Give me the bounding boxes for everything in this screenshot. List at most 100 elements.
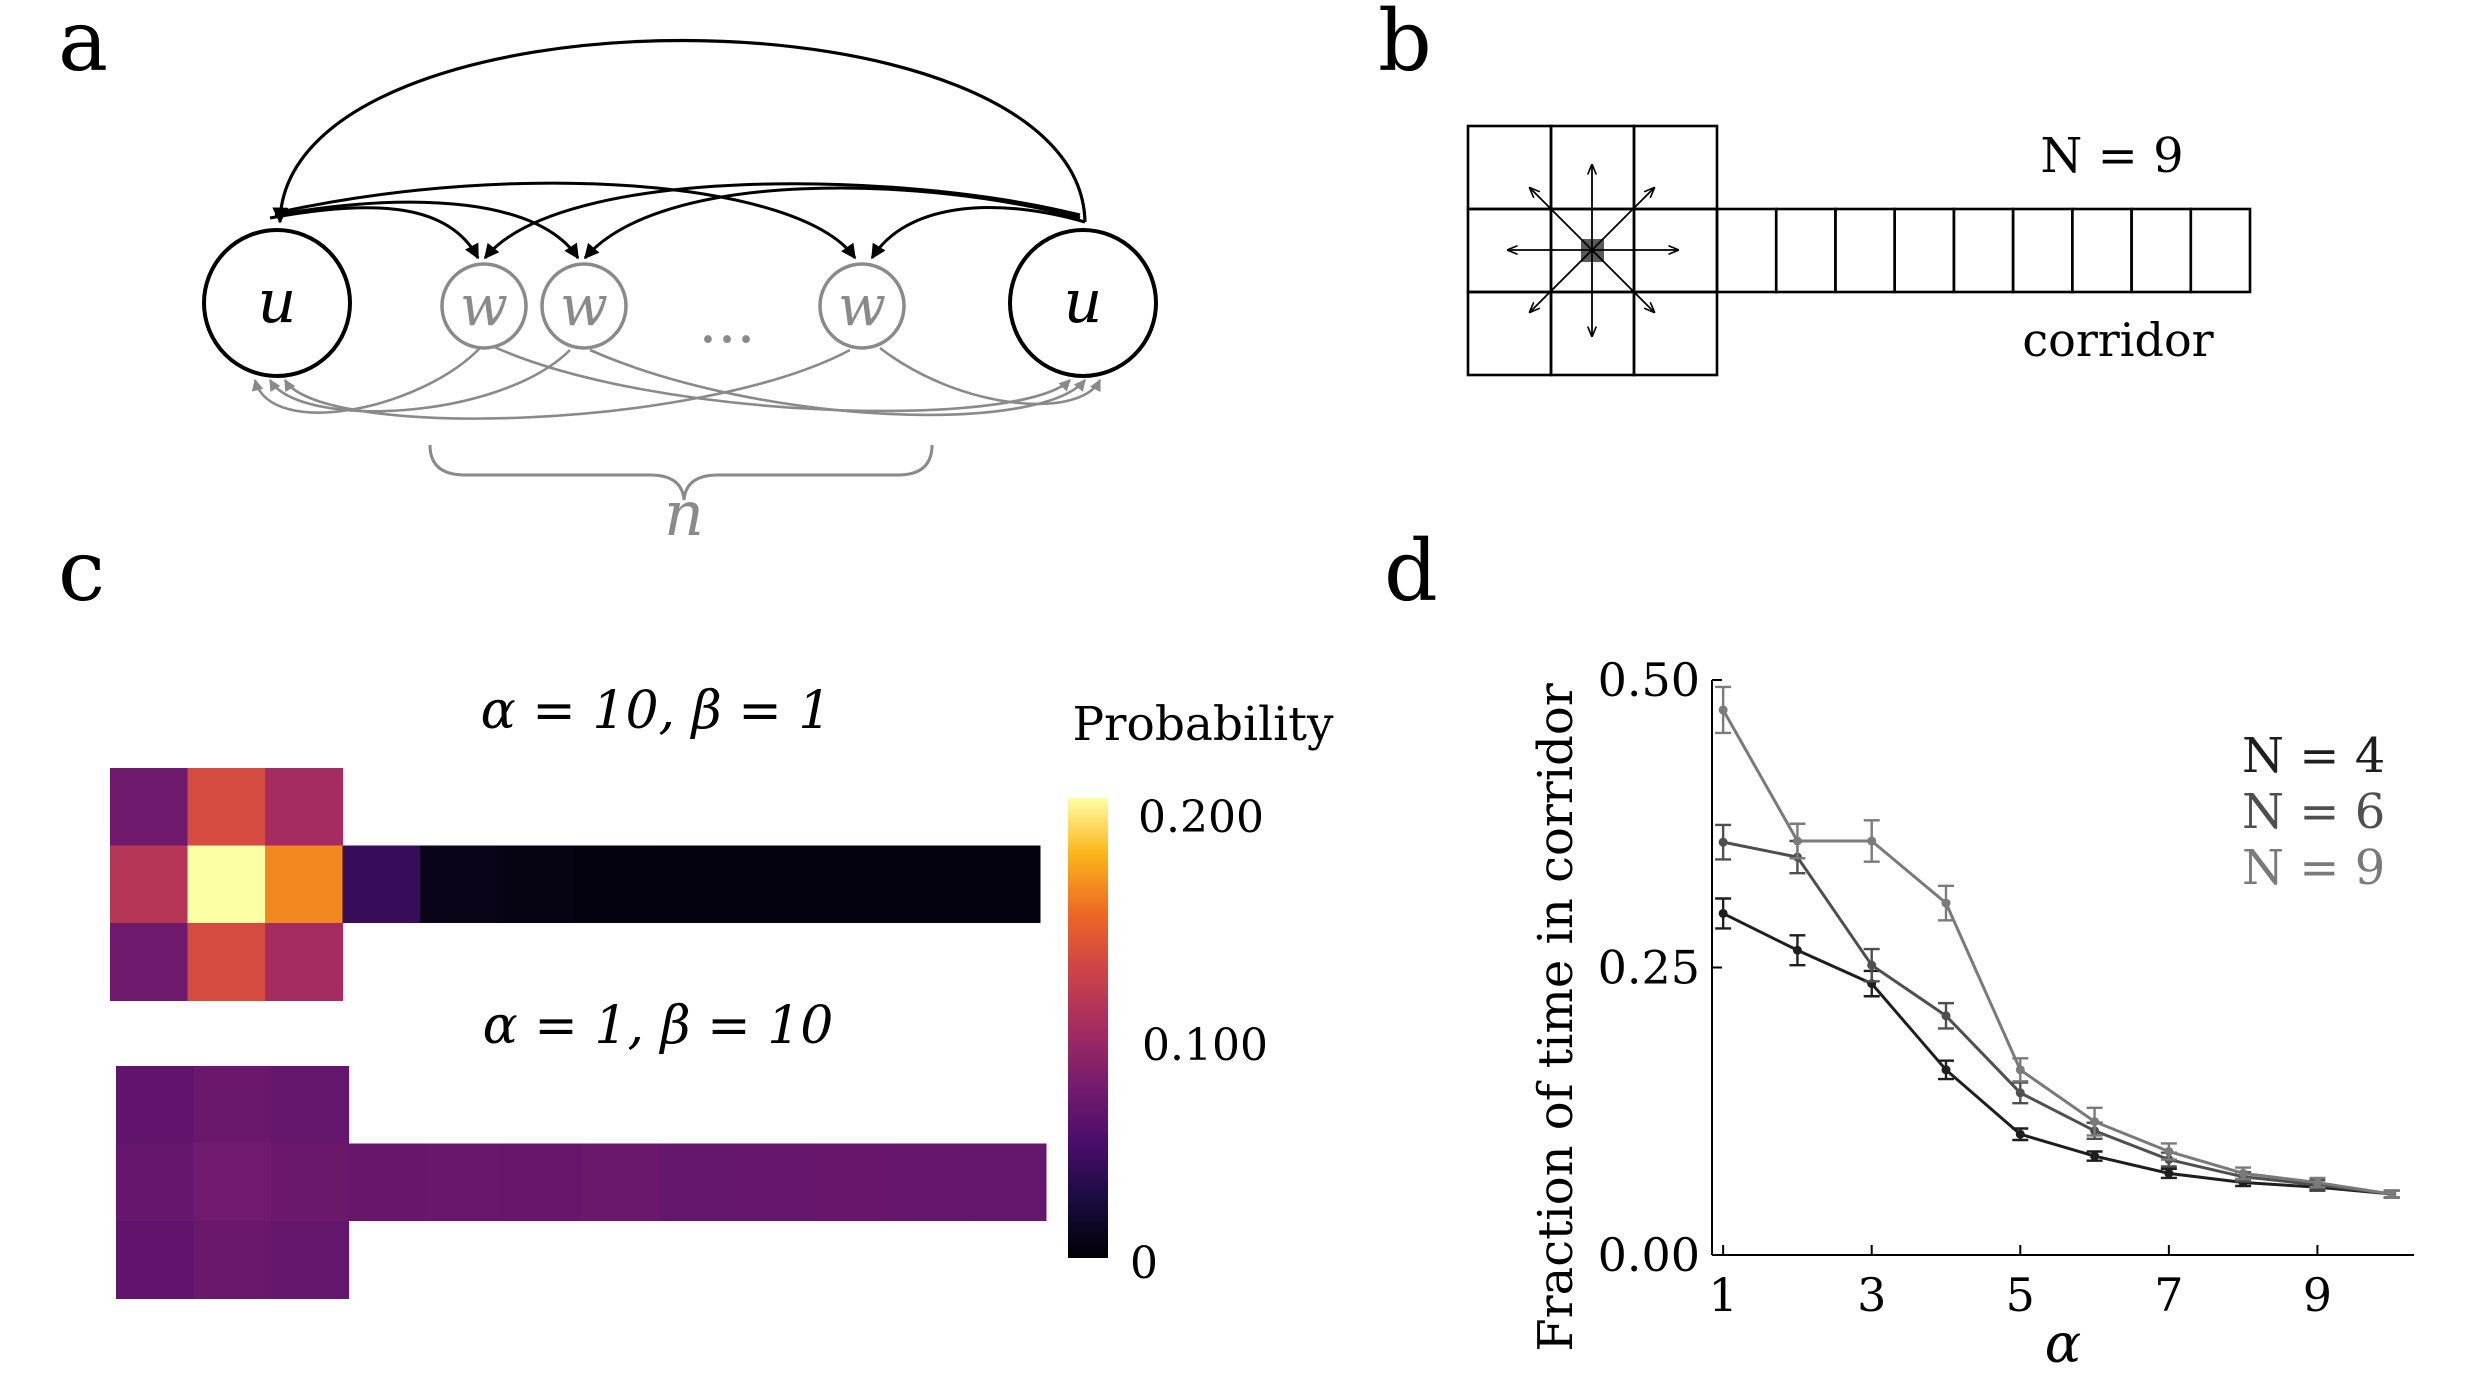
network-diagram: u u w w w ... n <box>202 38 1158 550</box>
corridor-cell <box>1715 207 1778 294</box>
colorbar-tick-min: 0 <box>1130 1238 1158 1289</box>
panel-label-b: b <box>1378 0 1432 90</box>
arrow-down-left <box>1530 249 1593 312</box>
heatmap-corridor-cell <box>736 1143 814 1221</box>
legend-entry: N = 9 <box>2242 840 2385 896</box>
y-tick-label: 0.25 <box>1598 941 1700 995</box>
corridor-cell <box>2071 207 2133 294</box>
node-w1-label: w <box>460 274 508 339</box>
heatmap-room-cell <box>265 923 343 1001</box>
edge-u-right-w1 <box>483 182 1081 260</box>
node-u-left-label: u <box>258 267 297 337</box>
heatmap-corridor-cell <box>730 845 808 923</box>
room-cell <box>1632 290 1719 377</box>
edge-wn-u-right <box>879 346 1102 406</box>
heatmap-room-cell <box>187 923 266 1001</box>
data-point <box>2387 1189 2397 1199</box>
heatmap-corridor-cell <box>962 845 1041 923</box>
ellipsis: ... <box>698 287 755 357</box>
heatmap-room-cell <box>271 1221 349 1299</box>
edge-u-right-wn <box>870 206 1086 260</box>
data-point <box>2312 1178 2322 1188</box>
x-tick-label: 7 <box>2154 1268 2183 1322</box>
heatmap-corridor-cell <box>968 1143 1047 1221</box>
x-axis-label: α <box>2045 1312 2081 1373</box>
heatmap-corridor-cell <box>575 845 653 923</box>
corridor-cell <box>1774 207 1837 294</box>
brace <box>428 444 934 501</box>
data-point <box>1718 908 1728 918</box>
node-u-right-label: u <box>1064 267 1103 337</box>
move-arrows <box>1508 165 1678 336</box>
colorbar-title: Probability <box>1072 697 1334 752</box>
data-point <box>1718 837 1728 847</box>
data-point <box>1941 898 1951 908</box>
heatmap-corridor-cell <box>885 845 963 923</box>
data-point <box>2164 1147 2174 1156</box>
heatmap-room-cell <box>110 768 188 846</box>
series-line <box>1721 709 2392 1196</box>
heatmap-room-cell <box>110 923 188 1001</box>
edge-w2-u-left <box>268 349 571 413</box>
data-point <box>2090 1117 2100 1127</box>
panel-label-c: c <box>58 522 105 620</box>
series-line <box>1722 912 2392 1196</box>
colorbar <box>1068 798 1108 1258</box>
node-u-right <box>1008 228 1158 378</box>
heatmap-room-cell <box>193 1066 272 1144</box>
heatmap-corridor-cell <box>891 1143 969 1221</box>
heatmap-corridor-cell <box>658 1143 737 1221</box>
edge-w2-u-right <box>589 348 1087 417</box>
panel-label-d: d <box>1384 522 1438 620</box>
heatmap-bottom-title: α = 1, β = 10 <box>483 996 834 1056</box>
brace-label: n <box>664 477 704 550</box>
heatmap-room-cell <box>193 1221 272 1299</box>
node-w2 <box>540 262 628 350</box>
legend-entry: N = 6 <box>2242 784 2385 840</box>
corridor-cell <box>1893 207 1956 294</box>
arrow-up-left <box>1530 188 1593 251</box>
heatmap-room-cell <box>110 845 188 924</box>
corridor-cell <box>1834 207 1896 294</box>
heatmap-room-cell <box>116 1143 194 1222</box>
node-wn <box>818 262 906 350</box>
data-point <box>2015 1129 2025 1139</box>
data-point <box>1941 1011 1951 1021</box>
series-line <box>1722 840 2392 1196</box>
heatmap-room-cell <box>271 1066 349 1144</box>
x-tick-label: 3 <box>1857 1268 1886 1322</box>
panel-label-a: a <box>58 0 108 90</box>
heatmap-room-cell <box>265 845 343 924</box>
heatmap-room-cell <box>265 768 343 846</box>
heatmap-corridor-cell <box>807 845 886 923</box>
heatmap-top-title: α = 10, β = 1 <box>481 681 832 741</box>
heatmap-corridor-cell <box>348 1143 427 1221</box>
heatmap-corridor-cell <box>497 845 576 923</box>
heatmap-room-cell <box>271 1143 349 1222</box>
heatmap-room-cell <box>116 1221 194 1299</box>
heatmap-corridor-cell <box>813 1143 892 1221</box>
heatmap-room-cell <box>116 1066 194 1144</box>
heatmap-bottom <box>116 1066 1047 1299</box>
heatmap-corridor-cell <box>420 845 498 923</box>
heatmap-corridor-cell <box>426 1143 504 1221</box>
arrow-up-right <box>1591 188 1654 251</box>
x-tick-label: 1 <box>1709 1268 1738 1322</box>
edge-wn-u-left <box>283 348 851 420</box>
edge-u-left-w2 <box>274 200 580 260</box>
edge-u-to-u <box>272 38 1087 224</box>
x-tick-label: 5 <box>2006 1268 2035 1322</box>
node-u-left <box>202 228 352 378</box>
data-point <box>1867 960 1877 970</box>
data-point <box>2238 1168 2248 1178</box>
heatmap-room-cell <box>187 768 266 846</box>
heatmap-corridor-cell <box>581 1143 659 1221</box>
corridor-cell <box>1952 207 2015 294</box>
heatmap-room-cell <box>187 845 266 924</box>
heatmap-top <box>110 768 1041 1001</box>
data-point <box>1867 836 1877 846</box>
corridor-cell <box>2130 207 2193 294</box>
data-point <box>2015 1065 2025 1075</box>
data-point <box>1718 705 1728 715</box>
